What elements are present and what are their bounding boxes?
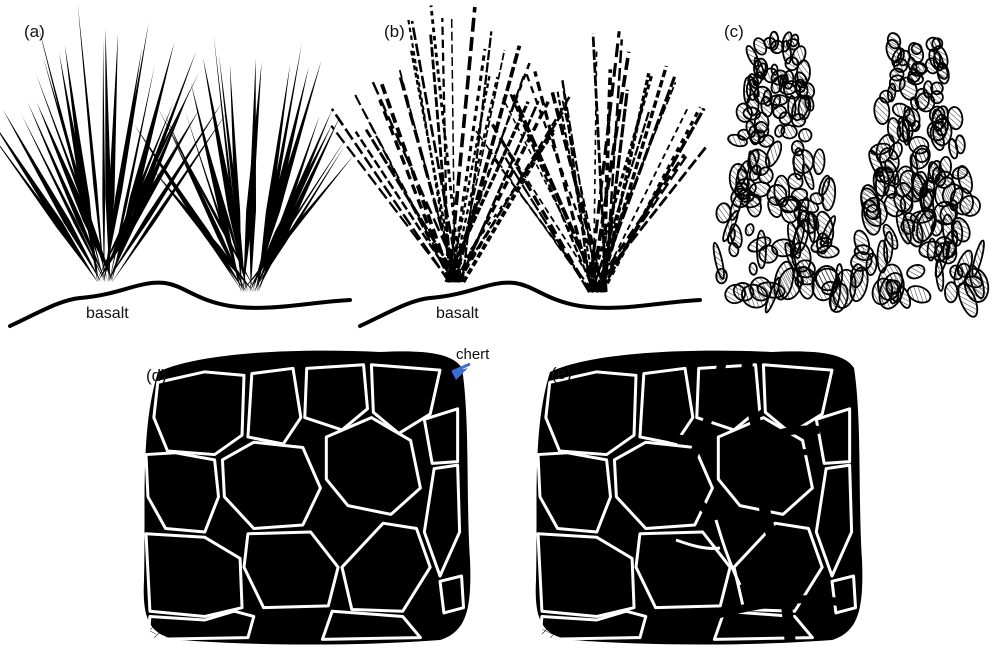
crystal-fragment [744,223,754,236]
crystal-needle [590,82,675,292]
panel-label-c: (c) [724,22,744,42]
basalt-surface-line [10,283,350,326]
panel-label-e: (e) [551,364,572,384]
crystal-needle [449,7,475,282]
crystal-fragment [711,242,726,280]
crystal-fragment [729,243,739,257]
crystal-needle [557,90,595,292]
crystal-fragment [915,89,929,110]
crystal-fragment [770,32,779,50]
crystal-fragment [779,112,792,125]
basalt-surface-line [360,283,700,326]
crystal-fragment [905,263,926,281]
panel-b-fragmented-fans [331,5,707,326]
grain-polygon [154,372,244,455]
crystal-fragment [767,185,787,206]
panel-label-d: (d) [146,366,167,386]
crystal-fan-left [0,3,228,282]
crystal-needle [107,100,224,282]
panel-label-b: (b) [384,22,405,42]
crystal-needle [102,40,105,282]
crystal-fragment [759,167,773,183]
grain-polygon [546,372,636,455]
chert-callout-label: chert [456,346,489,363]
panel-a-crystal-fans [0,3,355,326]
crystal-fragment [743,107,760,120]
basalt-label-a: basalt [86,305,129,323]
grain-polygon [816,409,849,464]
panel-label-a: (a) [24,22,45,42]
basalt-label-b: basalt [436,305,479,323]
crystal-fragment [749,263,758,275]
crystal-fragment [887,83,896,101]
panel-d-polygonal-grains [144,351,471,645]
grain-polygon [424,409,457,464]
crystal-fragment [817,233,829,254]
grain-polygon [832,576,856,613]
crystal-fragment [945,282,958,302]
fragment-cluster-right [847,31,991,319]
panel-c-crystal-fragments [711,31,991,319]
crystal-fragment [791,140,805,156]
crystal-fragment [813,149,825,175]
crystal-fragment [771,64,778,75]
crystal-needle [22,115,105,282]
crystal-fragment [797,60,811,85]
fragment-cluster-left [711,31,858,314]
crystal-fragment [876,171,885,199]
panel-e-fractured-grains [536,351,863,645]
crystal-fragment [783,71,793,89]
grain-polygon [440,576,464,613]
crystal-fragment [747,79,758,100]
